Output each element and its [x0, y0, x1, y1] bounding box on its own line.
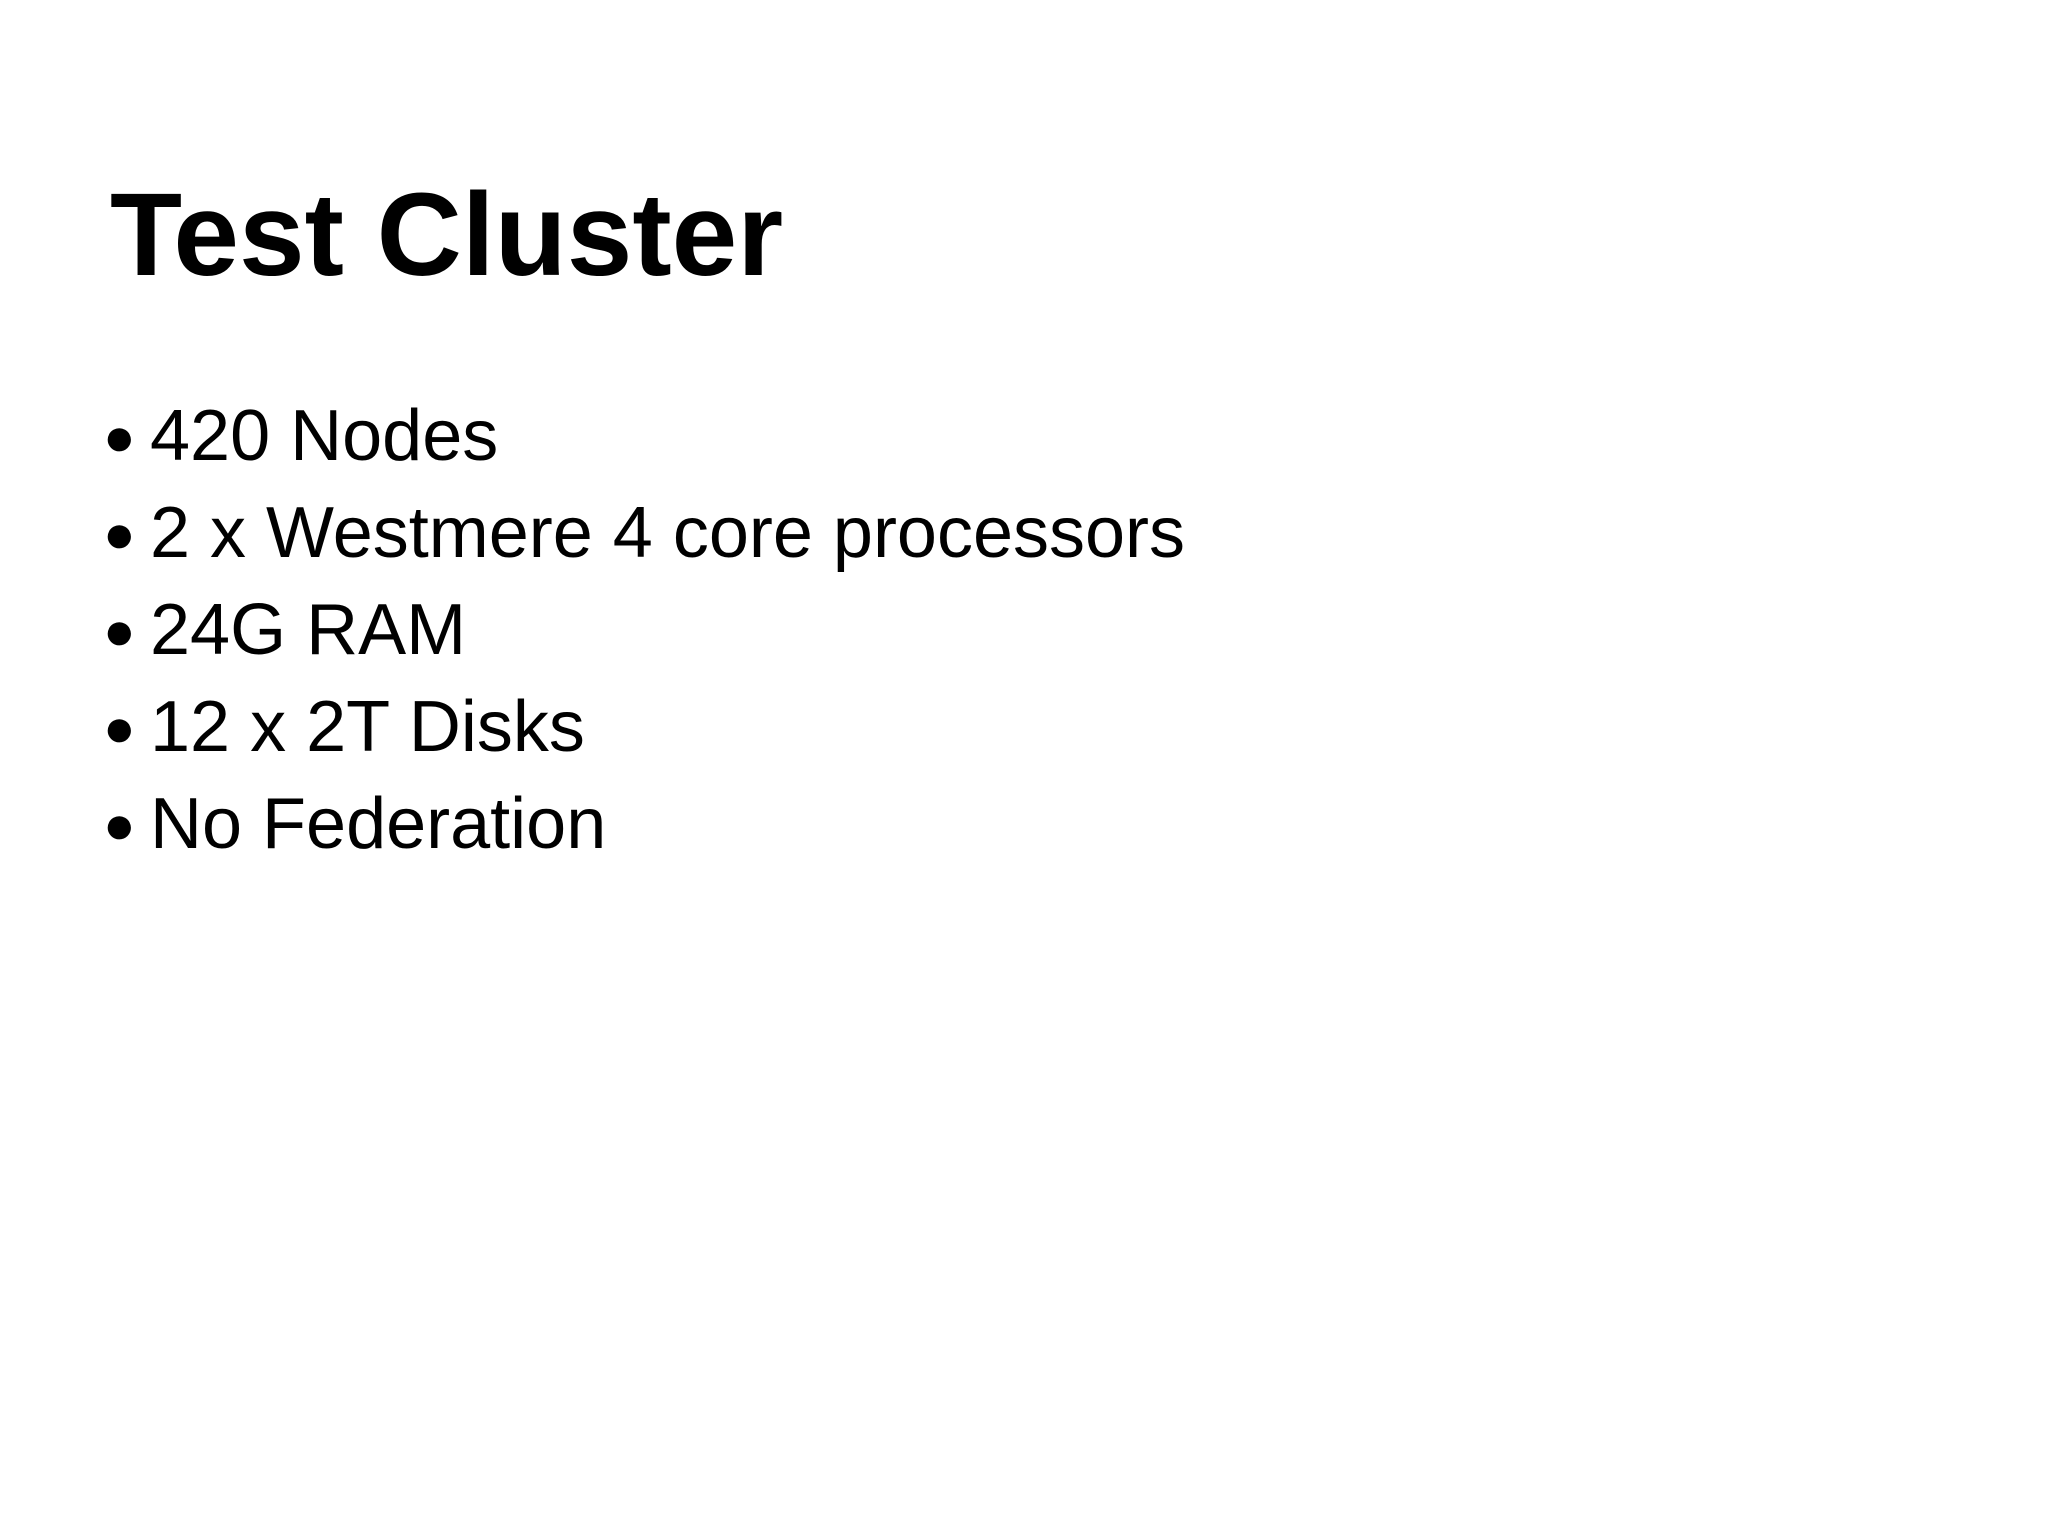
bullet-text: No Federation	[150, 784, 607, 864]
bullet-text: 2 x Westmere 4 core processors	[150, 493, 1186, 573]
list-item: ● 2 x Westmere 4 core processors	[103, 485, 1185, 582]
list-item: ● 420 Nodes	[103, 388, 1185, 485]
slide-title: Test Cluster	[110, 169, 784, 301]
bullet-icon: ●	[103, 406, 136, 467]
list-item: ● 12 x 2T Disks	[103, 679, 1185, 776]
list-item: ● 24G RAM	[103, 582, 1185, 679]
bullet-icon: ●	[103, 697, 136, 758]
bullet-text: 12 x 2T Disks	[150, 687, 585, 767]
bullet-text: 24G RAM	[150, 590, 467, 670]
bullet-text: 420 Nodes	[150, 396, 499, 476]
bullet-list: ● 420 Nodes ● 2 x Westmere 4 core proces…	[103, 388, 1185, 873]
bullet-icon: ●	[103, 600, 136, 661]
bullet-icon: ●	[103, 503, 136, 564]
bullet-icon: ●	[103, 794, 136, 855]
list-item: ● No Federation	[103, 776, 1185, 873]
